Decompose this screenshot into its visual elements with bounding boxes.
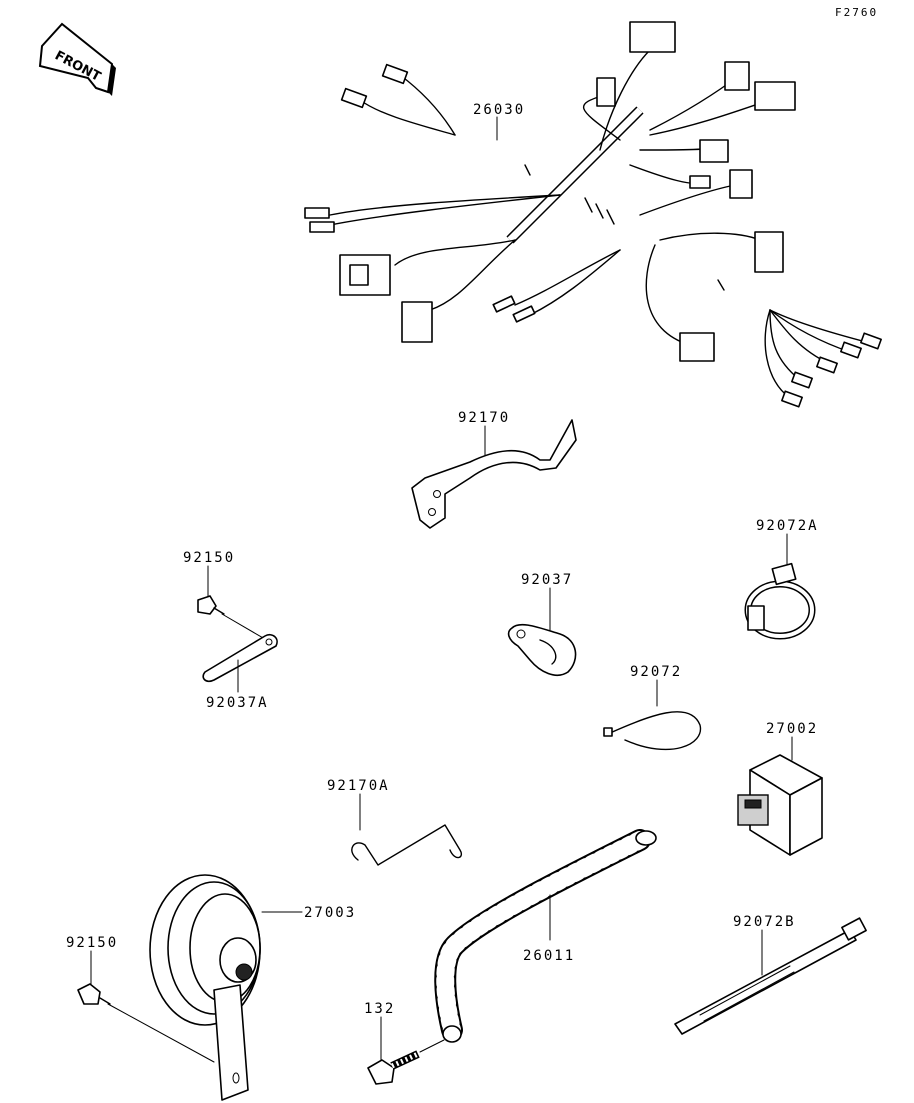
relay-27002: 27002: [737, 721, 823, 856]
bolt-92150-top: 92150: [183, 550, 271, 643]
part-label-92150-bottom: 92150: [66, 935, 118, 951]
part-label-26030: 26030: [473, 102, 525, 118]
bracket-92170A: 92170A: [327, 778, 462, 866]
part-label-92170A: 92170A: [327, 778, 390, 794]
part-label-92072: 92072: [630, 664, 682, 680]
clamp-92037: 92037: [507, 572, 577, 676]
bolt-132: 132: [364, 1001, 445, 1085]
plate-92037A: 92037A: [202, 633, 278, 711]
part-label-27003: 27003: [304, 905, 356, 921]
part-label-92037A: 92037A: [206, 695, 269, 711]
bracket-92170: 92170: [411, 410, 577, 529]
clamp-92072A: 92072A: [744, 518, 819, 640]
front-arrow-icon: FRONT: [38, 22, 116, 96]
part-label-92170: 92170: [458, 410, 510, 426]
bolt-92150-bottom: 92150: [66, 935, 215, 1063]
horn-27003: 27003: [149, 874, 356, 1101]
part-label-26011: 26011: [523, 948, 575, 964]
part-label-92072B: 92072B: [733, 914, 796, 930]
part-label-92150-top: 92150: [183, 550, 235, 566]
diagram-code: F2760: [835, 6, 878, 19]
band-92072B: 92072B: [674, 914, 867, 1035]
harness-bands: [584, 197, 615, 225]
main-harness-26030: 26030: [304, 21, 882, 408]
part-label-92037: 92037: [521, 572, 573, 588]
bullet-terminals: [781, 332, 882, 408]
part-label-92072A: 92072A: [756, 518, 819, 534]
band-92072: 92072: [603, 664, 702, 751]
ground-cable-26011: 26011: [434, 829, 657, 1043]
part-label-132: 132: [364, 1001, 395, 1017]
part-label-27002: 27002: [766, 721, 818, 737]
